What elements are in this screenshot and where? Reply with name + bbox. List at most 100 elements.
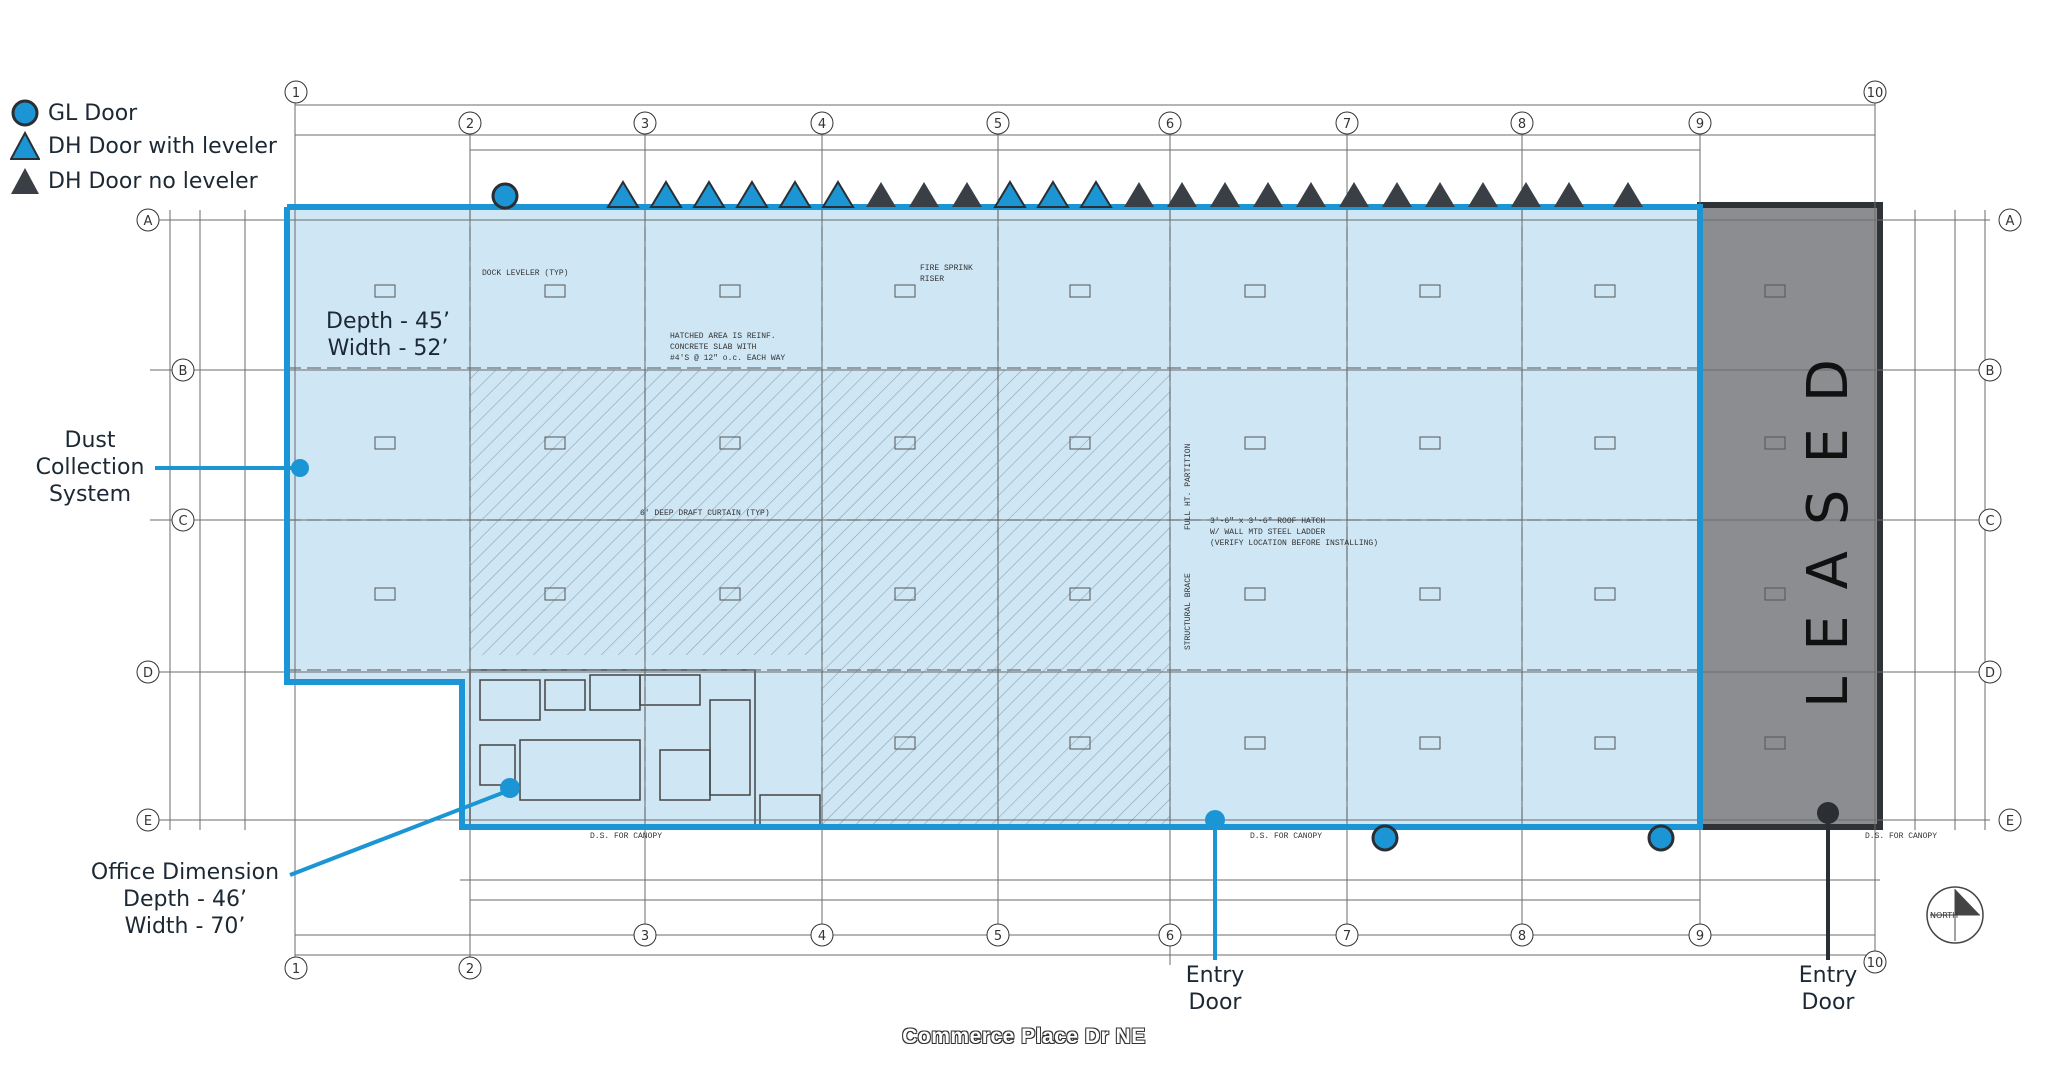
svg-text:A: A <box>2006 214 2015 229</box>
svg-text:B: B <box>1986 364 1995 379</box>
note-roof-1: 3'-6" x 3'-6" ROOF HATCH <box>1210 517 1325 526</box>
svg-text:8: 8 <box>1518 929 1526 944</box>
dh-door-leveler-icon <box>692 180 726 208</box>
dust-line-1: Dust <box>64 428 116 453</box>
svg-text:4: 4 <box>818 117 826 132</box>
available-outline <box>284 204 1703 830</box>
office-dimension-label: Office Dimension Depth - 46’ Width - 70’ <box>60 859 310 940</box>
dust-collection-label: Dust Collection System <box>15 427 165 508</box>
dh-door-no-leveler-icon <box>1296 182 1326 207</box>
dh-door-no-leveler-icon <box>1339 182 1369 207</box>
plan-notes: DOCK LEVELER (TYP) HATCHED AREA IS REINF… <box>482 264 1937 841</box>
svg-text:10: 10 <box>1867 956 1884 971</box>
note-fire-1: FIRE SPRINK <box>920 264 973 273</box>
dh-door-no-leveler-icon <box>1210 182 1240 207</box>
svg-text:C: C <box>1985 514 1994 529</box>
svg-text:9: 9 <box>1696 929 1704 944</box>
entry-door-1-line-2: Door <box>1188 990 1242 1015</box>
dh-door-no-leveler-icon <box>11 168 39 194</box>
legend-gl-door-label: GL Door <box>48 100 138 126</box>
dh-door-no-leveler-icon <box>1511 182 1541 207</box>
svg-text:C: C <box>178 514 187 529</box>
gl-door-icon <box>11 99 39 127</box>
svg-text:A: A <box>144 214 153 229</box>
street-name-text: Commerce Place Dr NE <box>902 1025 1146 1048</box>
dock-doors <box>491 180 1643 210</box>
gl-door-icon <box>1647 824 1675 852</box>
svg-text:9: 9 <box>1696 117 1704 132</box>
note-roof-2: W/ WALL MTD STEEL LADDER <box>1210 528 1325 537</box>
dh-door-no-leveler-icon <box>1468 182 1498 207</box>
note-dock-leveler: DOCK LEVELER (TYP) <box>482 269 568 278</box>
svg-text:5: 5 <box>994 929 1002 944</box>
office-door-dot-icon <box>500 778 520 798</box>
office-line-2: Depth - 46’ <box>123 887 247 912</box>
dh-door-no-leveler-icon <box>1382 182 1412 207</box>
note-canopy-1: D.S. FOR CANOPY <box>1250 832 1322 841</box>
note-roof-3: (VERIFY LOCATION BEFORE INSTALLING) <box>1210 539 1378 548</box>
hatched-slab <box>470 370 1170 655</box>
gl-door-icon <box>491 182 519 210</box>
area-depth: Depth - 45’ <box>326 309 450 334</box>
note-canopy-2: D.S. FOR CANOPY <box>590 832 662 841</box>
leased-area <box>1697 202 1883 830</box>
dh-door-leveler-icon <box>606 180 640 208</box>
office-line-3: Width - 70’ <box>124 914 246 939</box>
area-dimension-label: Depth - 45’ Width - 52’ <box>318 308 458 362</box>
note-partition: FULL HT. PARTITION <box>1184 443 1193 530</box>
svg-text:6: 6 <box>1166 929 1174 944</box>
svg-text:2: 2 <box>466 117 474 132</box>
svg-text:8: 8 <box>1518 117 1526 132</box>
dh-door-no-leveler-icon <box>1425 182 1455 207</box>
dh-door-leveler-icon <box>778 180 812 208</box>
entry-door-2-line-2: Door <box>1801 990 1855 1015</box>
dh-door-leveler-icon <box>10 131 40 160</box>
dh-door-leveler-icon <box>735 180 769 208</box>
svg-text:7: 7 <box>1343 929 1351 944</box>
dimension-lines <box>150 95 1990 965</box>
legend-dh-door-leveler-label: DH Door with leveler <box>48 133 277 159</box>
dh-door-no-leveler-icon <box>1167 182 1197 207</box>
svg-text:5: 5 <box>994 117 1002 132</box>
north-label: NORTH <box>1930 911 1958 920</box>
svg-text:D: D <box>1985 666 1995 681</box>
svg-text:3: 3 <box>641 117 649 132</box>
dh-door-leveler-icon <box>1036 180 1070 208</box>
entry-door-label-1: Entry Door <box>1160 962 1270 1016</box>
note-draft-curtain: 6' DEEP DRAFT CURTAIN (TYP) <box>640 509 770 518</box>
north-arrow-icon: NORTH <box>1926 886 1984 944</box>
skylights <box>374 284 1786 750</box>
legend-dh-door-leveler: DH Door with leveler <box>10 131 277 161</box>
area-width: Width - 52’ <box>327 336 449 361</box>
street-name: Commerce Place Dr NE <box>0 1025 2048 1049</box>
svg-text:1: 1 <box>292 86 300 101</box>
svg-text:10: 10 <box>1867 86 1884 101</box>
leader-lines <box>155 466 1830 960</box>
dh-door-leveler-icon <box>993 180 1027 208</box>
dh-door-no-leveler-icon <box>866 182 896 207</box>
svg-text:2: 2 <box>466 962 474 977</box>
dh-door-no-leveler-icon <box>1124 182 1154 207</box>
svg-text:3: 3 <box>641 929 649 944</box>
dust-line-3: System <box>48 482 132 507</box>
bottom-doors <box>291 459 1839 852</box>
leased-label: LEASED <box>1795 332 1861 708</box>
note-hatched-2: CONCRETE SLAB WITH <box>670 343 757 352</box>
dh-door-no-leveler-icon <box>1613 182 1643 207</box>
dh-door-leveler-icon <box>1079 180 1113 208</box>
dust-line-2: Collection <box>35 455 145 480</box>
gl-door-icon <box>1371 824 1399 852</box>
legend-dh-door-no-leveler: DH Door no leveler <box>10 166 258 196</box>
hatched-slab-lower <box>822 655 1170 825</box>
entry-door-1-line-1: Entry <box>1185 963 1245 988</box>
note-hatched-3: #4'S @ 12" o.c. EACH WAY <box>670 354 785 363</box>
dh-door-no-leveler-icon <box>909 182 939 207</box>
entry-door-2-line-1: Entry <box>1798 963 1858 988</box>
entry-door-label-2: Entry Door <box>1773 962 1883 1016</box>
note-hatched-1: HATCHED AREA IS REINF. <box>670 332 776 341</box>
dh-door-leveler-icon <box>649 180 683 208</box>
svg-text:1: 1 <box>292 962 300 977</box>
note-canopy-3: D.S. FOR CANOPY <box>1865 832 1937 841</box>
legend-gl-door: GL Door <box>10 98 137 128</box>
